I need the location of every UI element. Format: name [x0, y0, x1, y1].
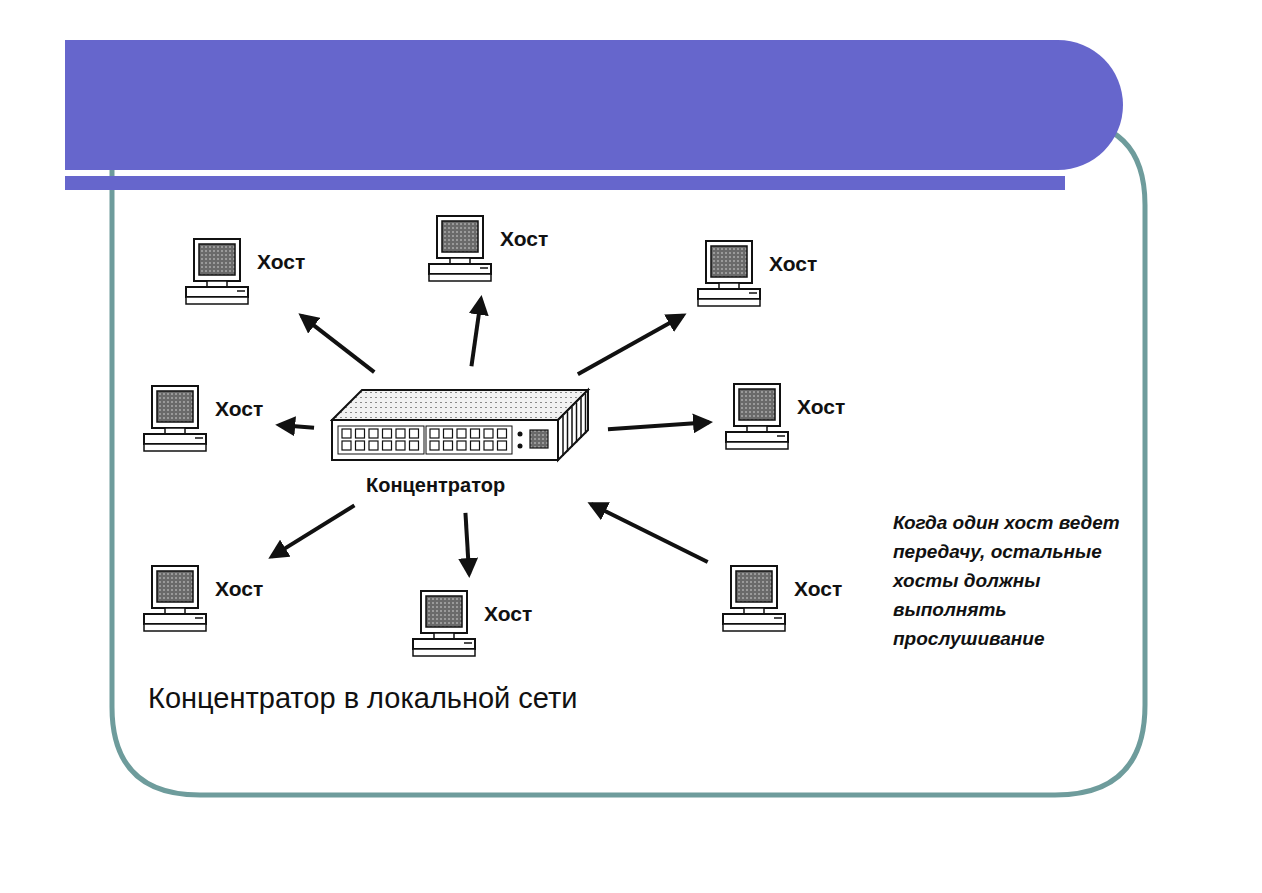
signal-arrow: [471, 299, 481, 366]
hub-device: [330, 382, 592, 464]
host-node: Хост: [412, 590, 532, 658]
signal-arrow: [302, 316, 375, 372]
hub-node: Концентратор: [330, 382, 592, 497]
host-node: Хост: [143, 385, 263, 453]
computer-icon: [412, 590, 478, 658]
computer-icon: [722, 565, 788, 633]
hub-label: Концентратор: [366, 474, 505, 497]
signal-arrow: [279, 425, 314, 428]
host-label: Хост: [257, 250, 305, 274]
host-label: Хост: [794, 577, 842, 601]
host-node: Хост: [143, 565, 263, 633]
signal-arrow: [608, 422, 709, 429]
host-label: Хост: [500, 227, 548, 251]
signal-arrow: [272, 505, 355, 556]
host-label: Хост: [769, 252, 817, 276]
slide-frame: [112, 120, 1145, 795]
computer-icon: [428, 215, 494, 283]
host-node: Хост: [185, 238, 305, 306]
caption: Концентратор в локальной сети: [148, 682, 578, 715]
host-label: Хост: [484, 602, 532, 626]
host-node: Хост: [722, 565, 842, 633]
computer-icon: [143, 565, 209, 633]
computer-icon: [725, 383, 791, 451]
host-label: Хост: [797, 395, 845, 419]
host-label: Хост: [215, 397, 263, 421]
signal-arrow: [465, 513, 469, 574]
banner-strip: [65, 176, 1065, 190]
note-text: Когда один хост ведет передачу, остальны…: [893, 508, 1133, 653]
computer-icon: [185, 238, 251, 306]
host-node: Хост: [725, 383, 845, 451]
host-node: Хост: [697, 240, 817, 308]
host-label: Хост: [215, 577, 263, 601]
title-banner: [65, 40, 1123, 170]
signal-arrow: [578, 315, 683, 374]
signal-arrow: [591, 504, 708, 562]
computer-icon: [143, 385, 209, 453]
computer-icon: [697, 240, 763, 308]
host-node: Хост: [428, 215, 548, 283]
